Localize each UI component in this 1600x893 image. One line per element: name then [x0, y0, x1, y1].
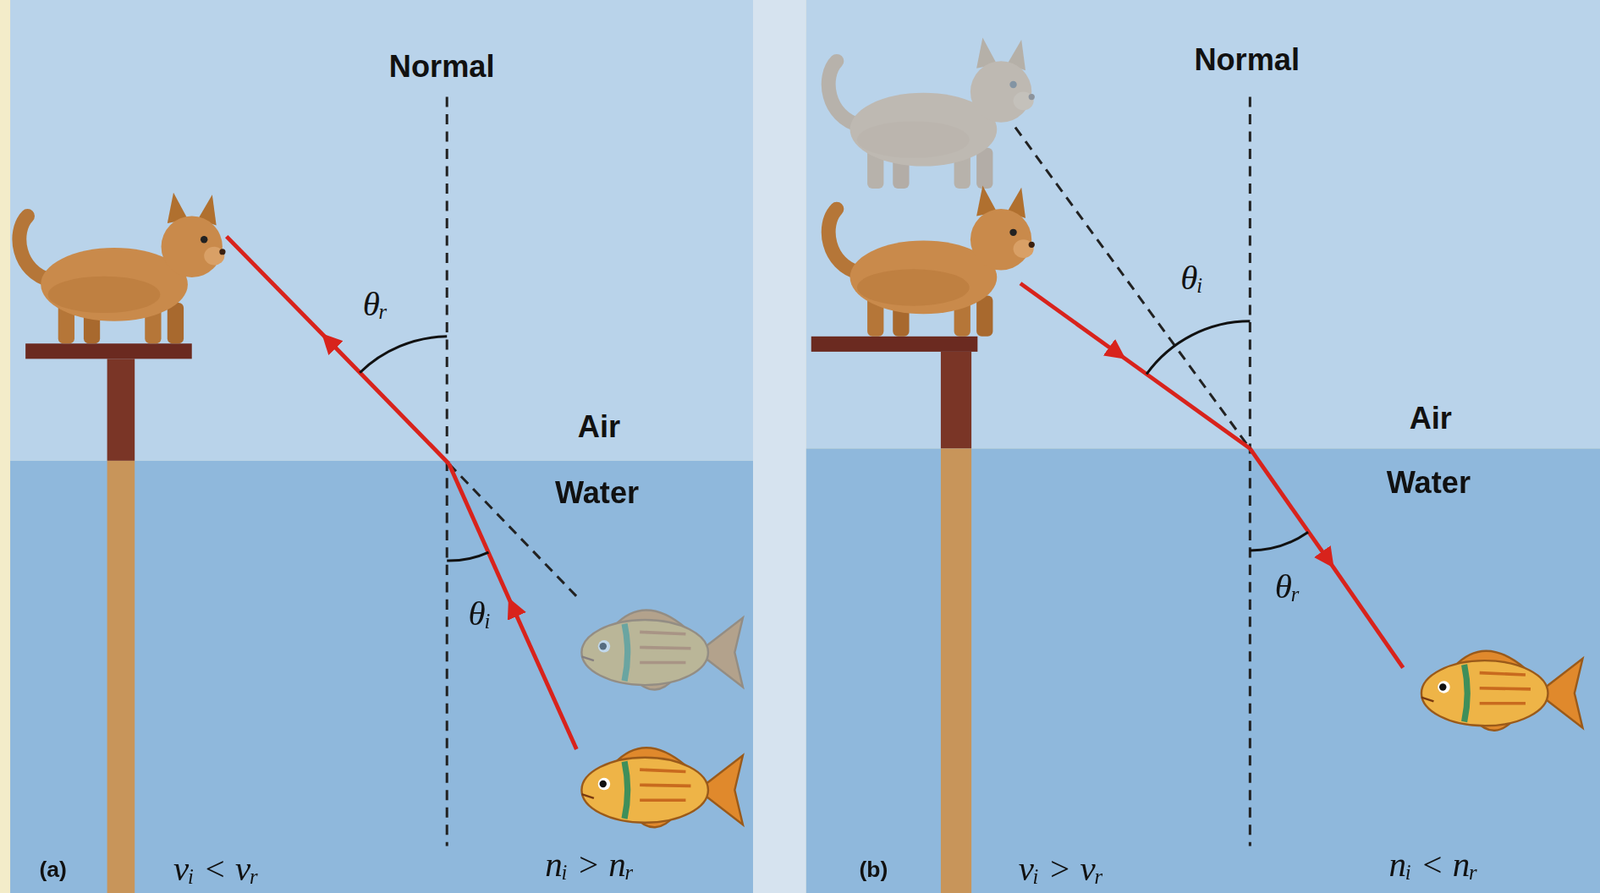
medium-label: Air	[577, 409, 621, 444]
angle-label: θᵢ	[1180, 258, 1204, 297]
index-relation: nᵢ > nᵣ	[544, 846, 635, 885]
speed-relation: vᵢ < vᵣ	[173, 850, 259, 889]
speed-relation: vᵢ > vᵣ	[1018, 850, 1105, 889]
angle-label: θᵢ	[467, 594, 491, 633]
index-relation: nᵢ < nᵣ	[1389, 846, 1480, 885]
panel-tag: (a)	[38, 857, 66, 883]
medium-label: Air	[1409, 401, 1452, 435]
angle-label: θᵣ	[362, 285, 389, 324]
medium-label: Water	[1386, 465, 1471, 500]
medium-label: Water	[555, 475, 639, 510]
normal-label: Normal	[389, 49, 495, 83]
normal-label: Normal	[1193, 42, 1300, 77]
angle-label: θᵣ	[1275, 567, 1301, 606]
panel-tag: (b)	[858, 857, 888, 883]
